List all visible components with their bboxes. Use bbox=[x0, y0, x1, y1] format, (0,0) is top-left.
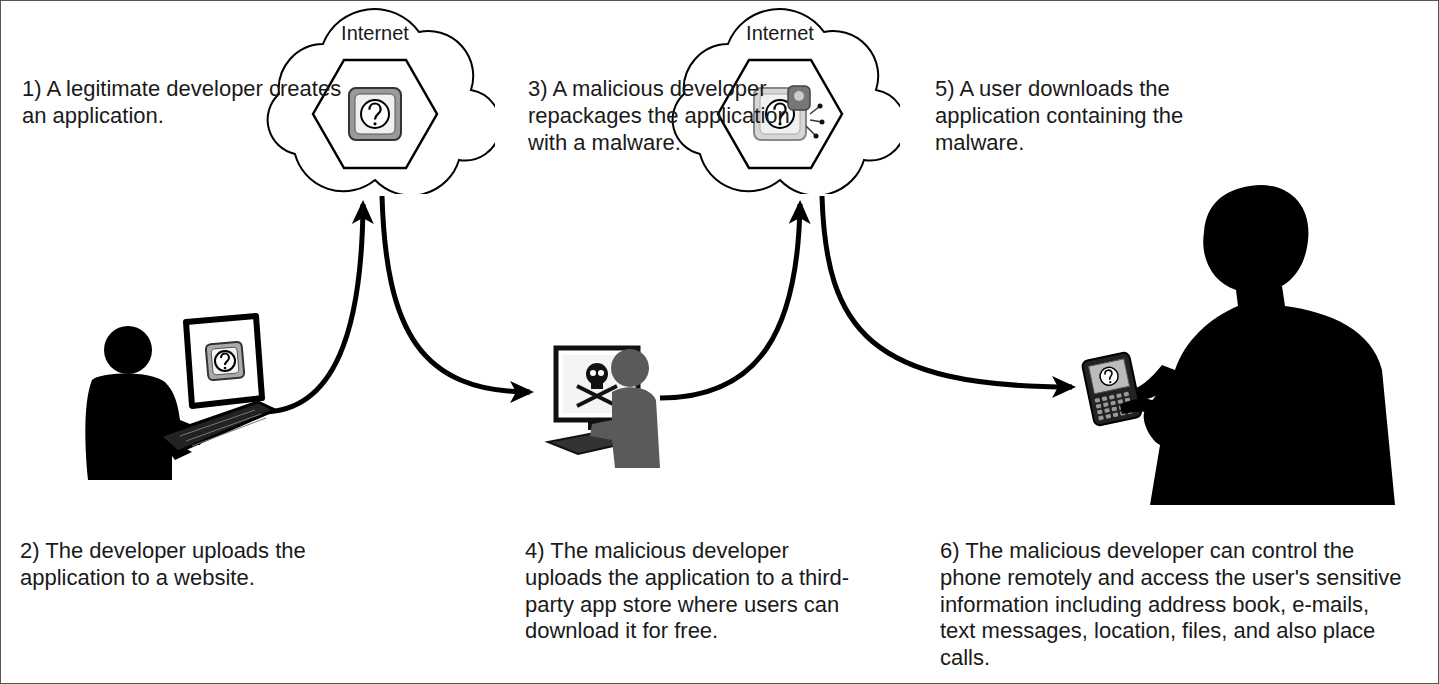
laptop bbox=[215, 351, 235, 371]
step-note-box: 5) A user downloads the application cont… bbox=[935, 76, 1200, 156]
laptop bbox=[160, 402, 275, 452]
laptop bbox=[186, 414, 261, 441]
computer-monitor bbox=[577, 386, 617, 406]
step-note-box: 6) The malicious developer can control t… bbox=[940, 538, 1402, 672]
computer-monitor bbox=[591, 382, 603, 389]
laptop bbox=[192, 418, 266, 446]
laptop bbox=[160, 316, 275, 452]
phone bbox=[1116, 393, 1122, 398]
malware-badge bbox=[794, 91, 804, 101]
step-note-box: 3) A malicious developer repackages the … bbox=[528, 76, 828, 156]
cloud-label: Internet bbox=[255, 2, 495, 45]
flow-arrow bbox=[660, 204, 800, 398]
user-figure bbox=[1228, 216, 1246, 250]
flow-arrows bbox=[262, 196, 1072, 412]
cloud-label: Internet bbox=[660, 2, 900, 45]
phone bbox=[1097, 410, 1103, 415]
laptop bbox=[186, 316, 262, 406]
malware-link bbox=[814, 134, 819, 139]
flow-arrow bbox=[822, 196, 1072, 387]
phone bbox=[1089, 359, 1130, 394]
computer-monitor bbox=[598, 370, 604, 376]
app-tile bbox=[355, 94, 395, 134]
phone bbox=[1117, 399, 1123, 404]
laptop bbox=[180, 410, 266, 446]
phone bbox=[1123, 392, 1129, 397]
phone bbox=[1081, 352, 1142, 427]
laptop bbox=[205, 341, 244, 380]
step-note-box: 2) The developer uploads the application… bbox=[20, 538, 320, 592]
step-note: 5) A user downloads the application cont… bbox=[935, 76, 1200, 156]
step-note-box: 4) The malicious developer uploads the a… bbox=[525, 538, 870, 645]
phone bbox=[1098, 415, 1104, 420]
flow-arrow bbox=[382, 196, 530, 392]
laptop bbox=[224, 367, 227, 370]
phone bbox=[1096, 404, 1102, 409]
malicious-developer-figure bbox=[548, 348, 660, 468]
question-icon bbox=[373, 122, 376, 125]
phone bbox=[1081, 352, 1142, 427]
phone bbox=[1110, 401, 1116, 406]
phone bbox=[1105, 414, 1111, 419]
computer-monitor bbox=[590, 370, 596, 376]
computer-monitor bbox=[586, 363, 608, 385]
user-figure bbox=[1144, 185, 1395, 505]
question-icon bbox=[369, 104, 380, 120]
malware-badge bbox=[788, 86, 810, 110]
laptop bbox=[211, 347, 239, 375]
phone bbox=[1098, 366, 1119, 387]
user-figure bbox=[1120, 399, 1160, 414]
malicious-developer-figure bbox=[611, 349, 649, 387]
app-tile bbox=[349, 88, 401, 140]
phone bbox=[1094, 398, 1100, 403]
user-figure bbox=[1081, 185, 1395, 505]
step-note: 4) The malicious developer uploads the a… bbox=[525, 538, 870, 645]
step-note: 2) The developer uploads the application… bbox=[20, 538, 320, 592]
malware-link bbox=[818, 104, 823, 109]
step-note-box: 1) A legitimate developer creates an app… bbox=[22, 76, 342, 130]
flow-arrow bbox=[262, 204, 363, 412]
phone bbox=[1104, 408, 1110, 413]
phone bbox=[1109, 395, 1115, 400]
step-note: 1) A legitimate developer creates an app… bbox=[22, 76, 342, 130]
malware-link bbox=[820, 120, 825, 125]
phone bbox=[1104, 369, 1113, 380]
phone bbox=[1103, 402, 1109, 407]
laptop bbox=[180, 410, 255, 436]
phone bbox=[1102, 396, 1108, 401]
laptop bbox=[221, 354, 229, 366]
question-icon bbox=[361, 100, 389, 128]
developer-figure bbox=[85, 316, 275, 480]
step-note: 6) The malicious developer can control t… bbox=[940, 538, 1402, 672]
phone bbox=[1109, 381, 1112, 384]
developer-figure bbox=[104, 326, 152, 374]
step-note: 3) A malicious developer repackages the … bbox=[528, 76, 828, 156]
phone bbox=[1111, 406, 1117, 411]
malicious-developer-figure bbox=[590, 387, 660, 468]
phone bbox=[1113, 412, 1119, 417]
